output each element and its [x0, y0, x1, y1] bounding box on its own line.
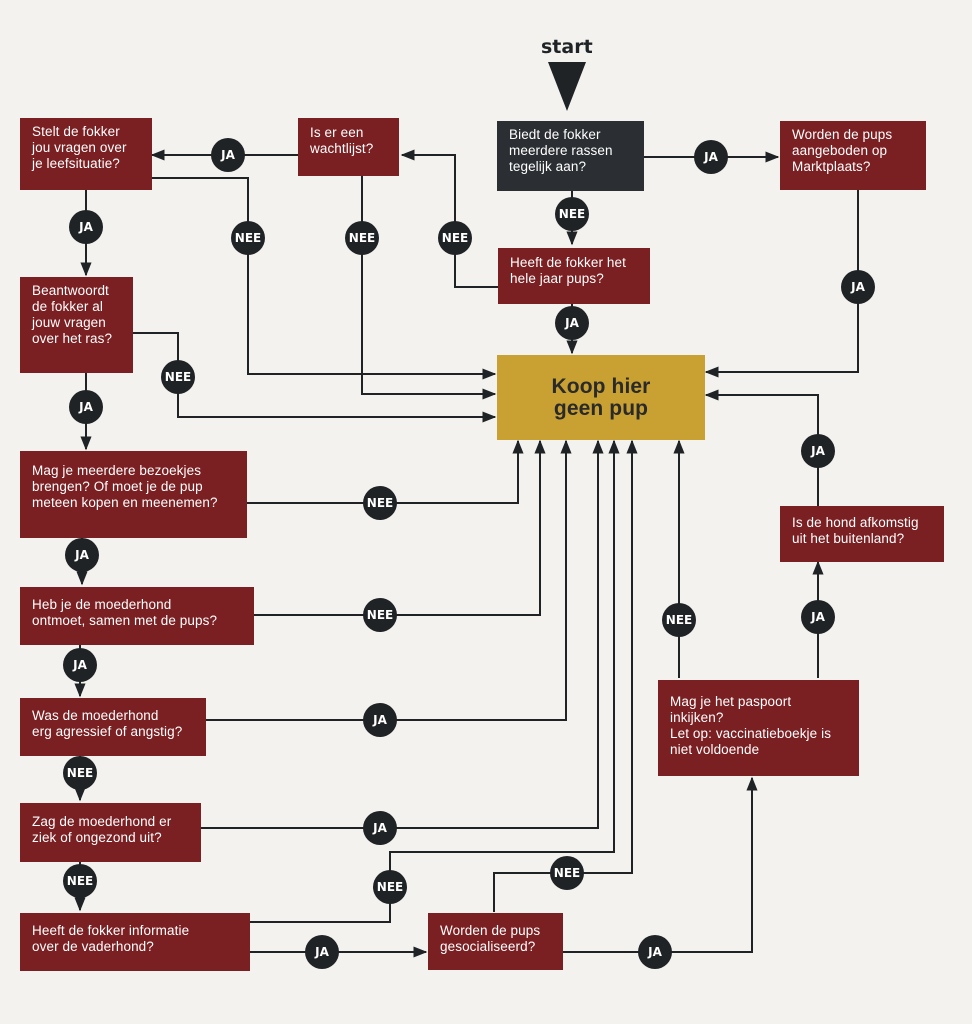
badge-ja: JA — [363, 703, 397, 737]
badge-ja: JA — [638, 935, 672, 969]
node-bezoekjes: Mag je meerdere bezoekjes brengen? Of mo… — [20, 451, 247, 538]
badge-nee: NEE — [63, 756, 97, 790]
badge-ja: JA — [63, 648, 97, 682]
badge-nee: NEE — [373, 870, 407, 904]
node-gesocialiseerd: Worden de pups gesocialiseerd? — [428, 913, 563, 970]
badge-ja: JA — [363, 811, 397, 845]
node-wachtlijst: Is er een wachtlijst? — [298, 118, 399, 176]
edge-marktplaats-result — [704, 190, 859, 378]
edge-moederhond-result — [254, 439, 546, 616]
edge-buitenland-result — [704, 389, 819, 506]
edge-gesocialiseerd-paspoort — [563, 776, 758, 953]
start-arrow — [548, 62, 586, 111]
node-vaderhond: Heeft de fokker informatie over de vader… — [20, 913, 250, 971]
badge-ja: JA — [65, 538, 99, 572]
node-agressief: Was de moederhond erg agressief of angst… — [20, 698, 206, 756]
edge-leefsituatie-result — [152, 177, 497, 380]
badge-nee: NEE — [662, 603, 696, 637]
badge-nee: NEE — [438, 221, 472, 255]
badge-ja: JA — [211, 138, 245, 172]
badge-nee: NEE — [231, 221, 265, 255]
node-result: Koop hier geen pup — [497, 355, 705, 440]
badge-ja: JA — [694, 140, 728, 174]
badge-nee: NEE — [555, 197, 589, 231]
edge-vaderhond-result — [250, 439, 620, 923]
badge-nee: NEE — [363, 598, 397, 632]
badge-ja: JA — [801, 600, 835, 634]
node-buitenland: Is de hond afkomstig uit het buitenland? — [780, 506, 944, 562]
node-ziek: Zag de moederhond er ziek of ongezond ui… — [20, 803, 201, 862]
badge-ja: JA — [305, 935, 339, 969]
node-hele-jaar: Heeft de fokker het hele jaar pups? — [498, 248, 650, 304]
badge-nee: NEE — [161, 360, 195, 394]
edge-bezoekjes-result — [247, 439, 524, 504]
node-beantwoordt: Beantwoordt de fokker al jouw vragen ove… — [20, 277, 133, 373]
edge-wachtlijst-result — [361, 176, 497, 400]
edge-gesocialiseerd-result — [493, 439, 638, 912]
node-marktplaats: Worden de pups aangeboden op Marktplaats… — [780, 121, 926, 190]
start-label: start — [541, 36, 593, 58]
badge-nee: NEE — [63, 864, 97, 898]
badge-nee: NEE — [345, 221, 379, 255]
node-rassen: Biedt de fokker meerdere rassen tegelijk… — [497, 121, 644, 191]
badge-ja: JA — [555, 306, 589, 340]
node-moederhond: Heb je de moederhond ontmoet, samen met … — [20, 587, 254, 645]
badge-ja: JA — [841, 270, 875, 304]
badge-ja: JA — [69, 390, 103, 424]
badge-nee: NEE — [550, 856, 584, 890]
node-leefsituatie: Stelt de fokker jou vragen over je leefs… — [20, 118, 152, 190]
badge-ja: JA — [69, 210, 103, 244]
badge-nee: NEE — [363, 486, 397, 520]
edge-agressief-result — [206, 439, 572, 721]
edge-ziek-result — [201, 439, 604, 829]
node-paspoort: Mag je het paspoort inkijken? Let op: va… — [658, 680, 859, 776]
badge-ja: JA — [801, 434, 835, 468]
